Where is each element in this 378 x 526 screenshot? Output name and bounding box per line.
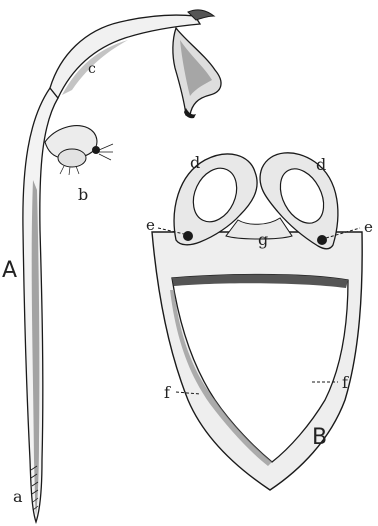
label-f-left: f [164, 383, 171, 402]
label-d-left: d [190, 153, 200, 172]
label-g: g [258, 230, 268, 249]
label-a: a [13, 487, 23, 506]
figure-a-dark-spot [92, 146, 100, 154]
figure-b: d d e e g f f B [146, 153, 373, 490]
label-A: A [2, 258, 17, 283]
figure-b-left-nodule [183, 231, 193, 241]
figure-a-small-organ-bulb [58, 149, 86, 167]
label-e-right: e [364, 218, 373, 236]
label-c: c [88, 61, 96, 77]
figure-b-right-nodule [317, 235, 327, 245]
label-B: B [312, 425, 327, 450]
label-d-right: d [316, 155, 326, 174]
label-b: b [78, 185, 88, 204]
label-e-left: e [146, 216, 155, 234]
